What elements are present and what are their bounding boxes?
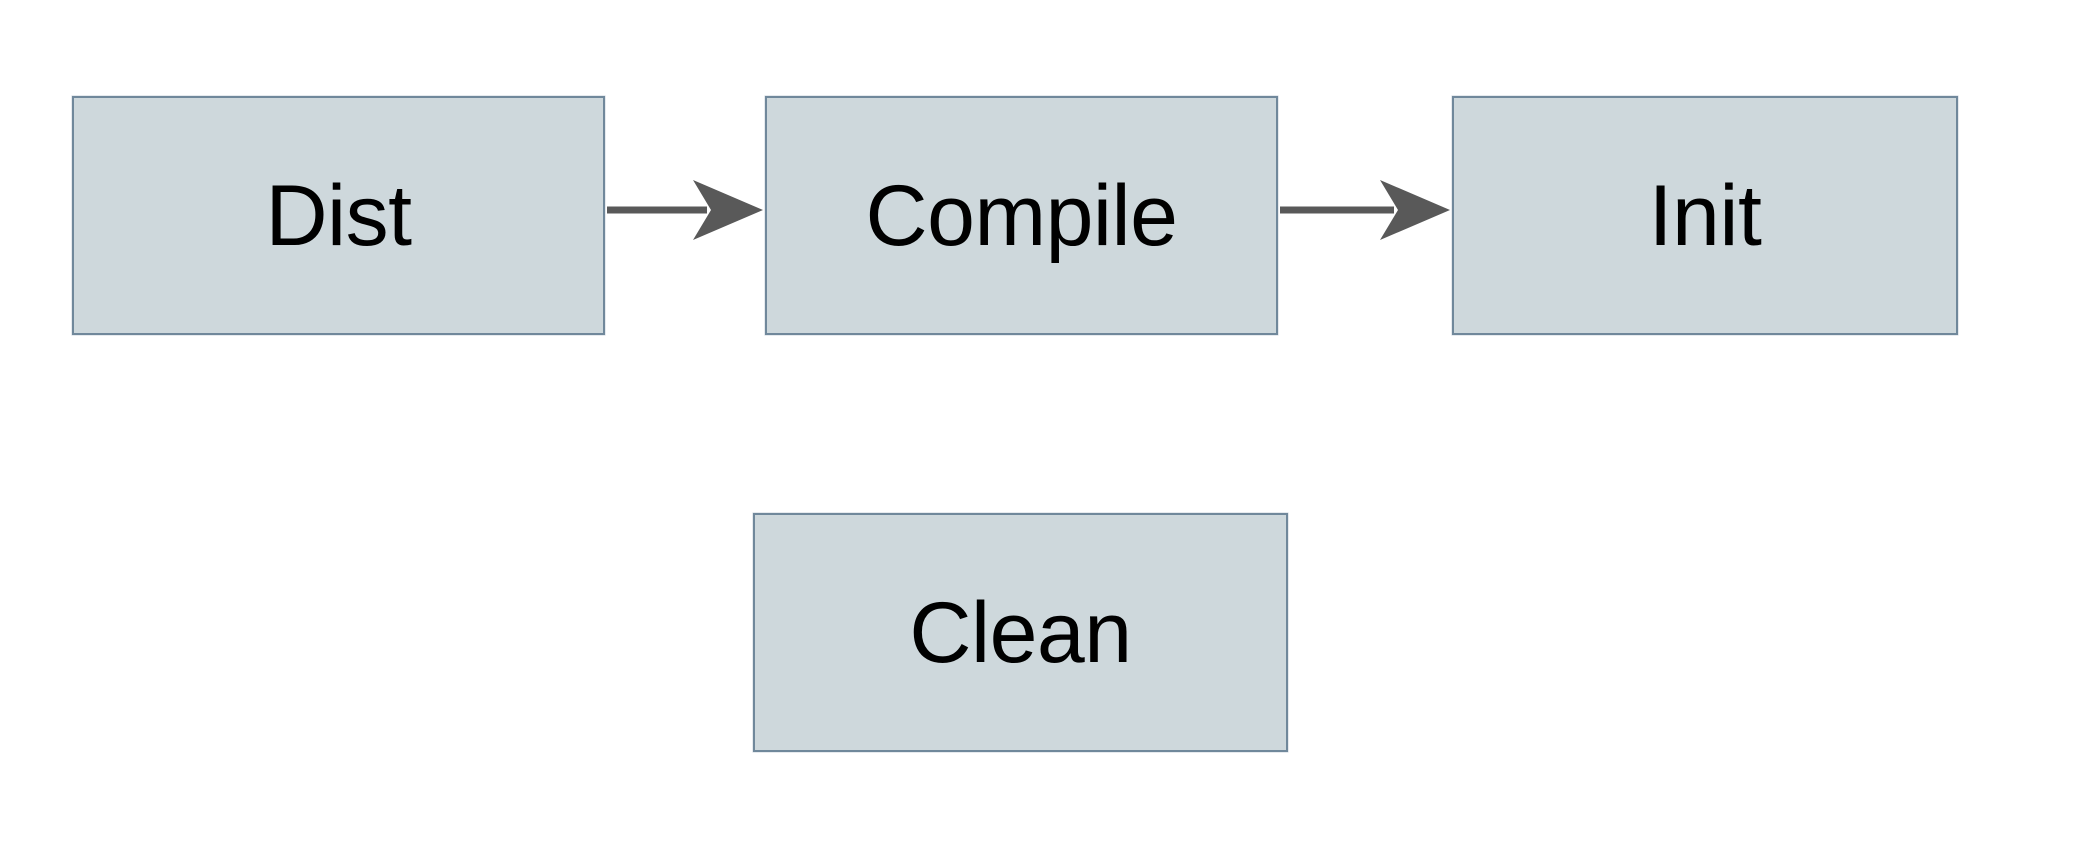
edge-dist-to-compile[interactable] xyxy=(607,180,763,240)
arrowhead-icon xyxy=(1380,180,1450,240)
node-dist[interactable]: Dist xyxy=(72,96,605,335)
node-compile[interactable]: Compile xyxy=(765,96,1278,335)
node-label: Init xyxy=(1648,167,1762,264)
arrowhead-icon xyxy=(693,180,763,240)
node-label: Dist xyxy=(265,167,412,264)
node-clean[interactable]: Clean xyxy=(753,513,1288,752)
node-init[interactable]: Init xyxy=(1452,96,1958,335)
node-label: Clean xyxy=(909,584,1132,681)
edge-compile-to-init[interactable] xyxy=(1280,180,1450,240)
node-label: Compile xyxy=(865,167,1178,264)
